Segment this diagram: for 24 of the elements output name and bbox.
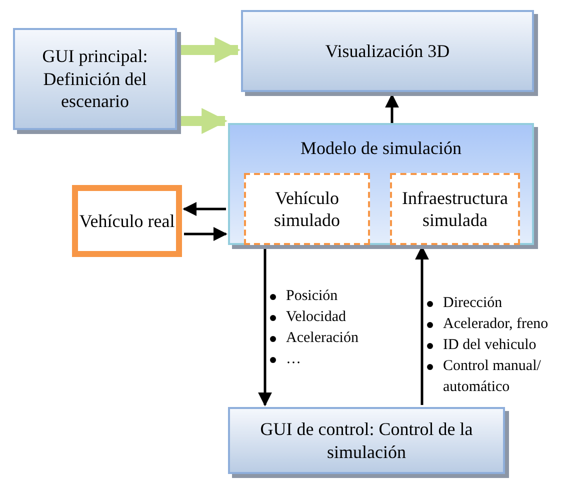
node-label: GUI principal: Definición del escenario <box>41 45 149 113</box>
external-box <box>72 185 182 257</box>
bullet-item: … <box>268 349 358 370</box>
arrow <box>184 227 228 241</box>
node-label: Vehículo simulado <box>273 186 341 232</box>
arrow <box>258 247 272 406</box>
component-box <box>244 173 370 245</box>
node-label: GUI de control: Control de la simulación <box>259 418 474 463</box>
component-box <box>390 173 520 245</box>
bullet-item: Dirección <box>425 293 583 314</box>
node-label: Vehículo real <box>79 210 175 232</box>
bullet-item: Aceleración <box>268 328 358 349</box>
block-arrow <box>178 108 228 134</box>
bullet-item: Control manual/ automático <box>425 356 583 398</box>
block-arrow <box>180 37 241 63</box>
arrow <box>385 94 399 123</box>
node-label: Visualización 3D <box>325 40 450 62</box>
arrow <box>182 202 226 216</box>
bullet-item: Posición <box>268 286 358 307</box>
node-label: Infraestructura simulada <box>401 186 509 232</box>
bullet-item: Velocidad <box>268 307 358 328</box>
bullet-item: Acelerador, freno <box>425 314 583 335</box>
node-label: Modelo de simulación <box>300 137 462 160</box>
bullet-item: ID del vehiculo <box>425 335 583 356</box>
